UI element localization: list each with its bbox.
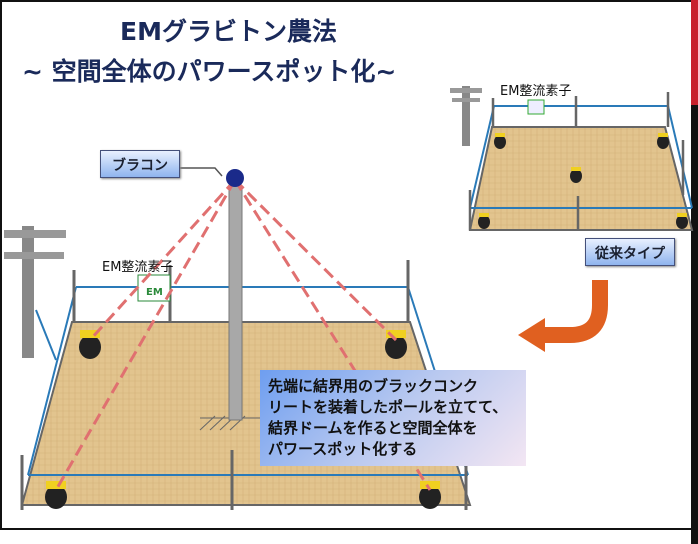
note-line: パワースポット化する — [268, 440, 418, 458]
utility-pole-large — [22, 226, 34, 358]
note-line: リートを装着したポールを立てて、 — [268, 398, 508, 416]
conventional-field — [450, 86, 694, 231]
slide-title: EMグラビトン農法 — [120, 17, 337, 46]
black-concrete-sphere — [226, 169, 244, 187]
slide-subtitle: ~ 空間全体のパワースポット化~ — [22, 57, 397, 86]
edge-strip-black — [691, 105, 698, 544]
dome-lines — [54, 178, 432, 491]
explanation-box: 先端に結界用のブラックコンク リートを装着したポールを立てて、 結界ドームを作る… — [260, 370, 526, 466]
em-element-icon-small — [527, 99, 545, 115]
utility-pole-small — [462, 86, 470, 146]
curved-arrow — [545, 280, 608, 343]
slide-frame — [0, 0, 692, 530]
em-element-label-large: EM整流素子 — [102, 260, 174, 275]
conventional-type-label: 従来タイプ — [585, 238, 675, 266]
em-element-label-small: EM整流素子 — [500, 84, 572, 99]
edge-strip-red — [691, 0, 698, 105]
pole — [228, 185, 243, 421]
em-logo-text: EM — [146, 287, 163, 298]
brakon-label: ブラコン — [100, 150, 180, 178]
note-line: 結界ドームを作ると空間全体を — [268, 419, 478, 437]
note-line: 先端に結界用のブラックコンク — [268, 377, 479, 395]
